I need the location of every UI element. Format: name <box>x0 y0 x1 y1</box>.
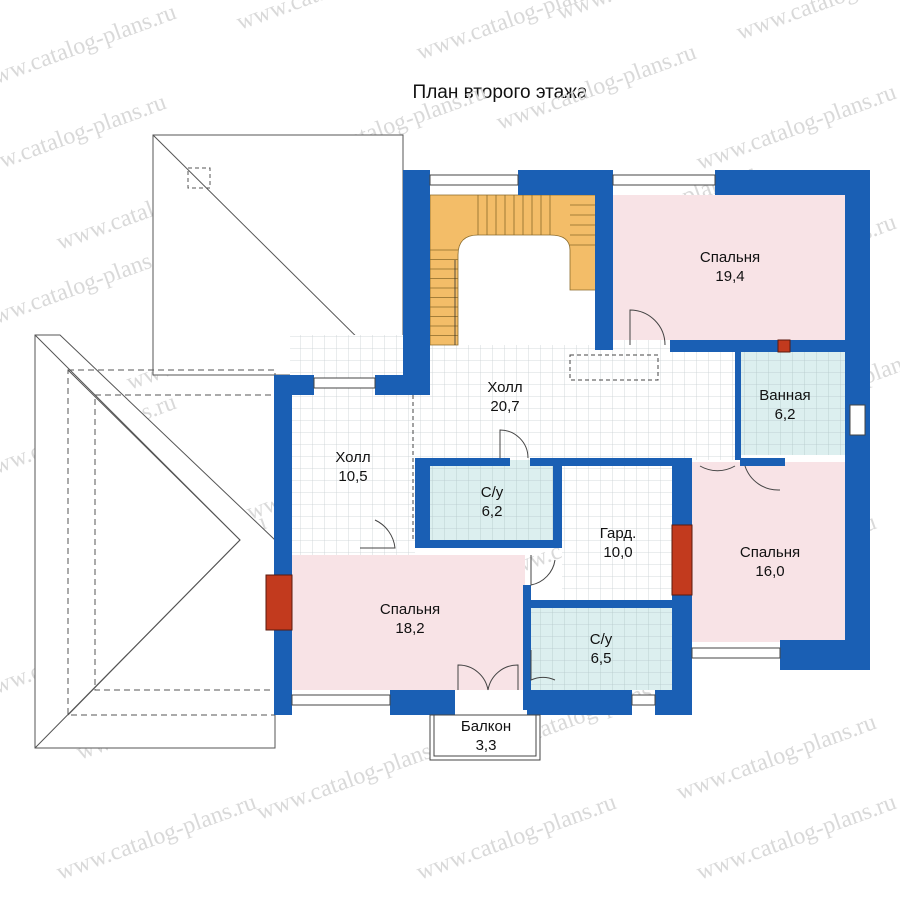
watermark-text: www.catalog-plans.ru <box>693 789 900 885</box>
doors <box>360 309 781 691</box>
room-area-bedroom-2: 16,0 <box>755 563 784 580</box>
bathroom-floor <box>740 350 845 455</box>
wc-1-floor <box>427 460 557 540</box>
watermark-text: www.catalog-plans.ru <box>53 789 260 885</box>
watermark-text: www.catalog-plans.ru <box>673 709 880 805</box>
room-name-hall-side: Холл <box>335 449 370 466</box>
room-area-wc-1: 6,2 <box>482 503 503 520</box>
windows <box>291 174 866 706</box>
room-area-hall-main: 20,7 <box>490 398 519 415</box>
room-area-wardrobe: 10,0 <box>603 544 632 561</box>
room-area-bedroom-3: 18,2 <box>395 620 424 637</box>
room-area-bedroom-1: 19,4 <box>715 268 744 285</box>
room-name-wc-1: С/у <box>481 484 504 501</box>
room-area-balcony: 3,3 <box>476 737 497 754</box>
room-labels: Спальня19,4Холл20,7Ванная6,2Холл10,5С/у6… <box>335 249 810 754</box>
room-area-bathroom: 6,2 <box>775 406 796 423</box>
watermark-text: www.catalog-plans.ru <box>0 0 180 96</box>
room-name-hall-main: Холл <box>487 379 522 396</box>
room-area-hall-side: 10,5 <box>338 468 367 485</box>
bedroom-1-floor <box>612 195 847 340</box>
watermark-text: www.catalog-plans.ru <box>733 0 900 46</box>
room-name-balcony: Балкон <box>461 718 511 735</box>
watermark-text: www.catalog-plans.ru <box>233 0 440 36</box>
room-name-bedroom-2: Спальня <box>740 544 800 561</box>
staircase <box>429 194 601 346</box>
watermark-text: www.catalog-plans.ru <box>413 789 620 885</box>
room-name-wardrobe: Гард. <box>600 525 637 542</box>
room-name-bedroom-1: Спальня <box>700 249 760 266</box>
bedroom-2-floor <box>690 462 850 642</box>
bedroom-3-floor <box>290 555 525 690</box>
watermark-text: www.catalog-plans.ru <box>693 79 900 175</box>
room-name-bathroom: Ванная <box>759 387 810 404</box>
hall-side-floor <box>290 395 415 555</box>
room-name-bedroom-3: Спальня <box>380 601 440 618</box>
room-name-wc-2: С/у <box>590 631 613 648</box>
chimneys <box>265 339 791 631</box>
walls <box>274 170 870 715</box>
plan-title: План второго этажа <box>412 82 588 103</box>
watermark-text: www.catalog-plans.ru <box>253 729 460 825</box>
watermark-text: www.catalog-plans.ru <box>553 0 760 26</box>
wardrobe-floor <box>562 462 680 602</box>
watermark-text: www.catalog-plans.ru <box>0 89 170 185</box>
balcony-rail <box>429 714 541 761</box>
room-area-wc-2: 6,5 <box>591 650 612 667</box>
watermark-text: www.catalog-plans.ru <box>493 39 700 135</box>
wc-2-floor <box>530 608 680 690</box>
roof-outline-left <box>34 334 276 749</box>
